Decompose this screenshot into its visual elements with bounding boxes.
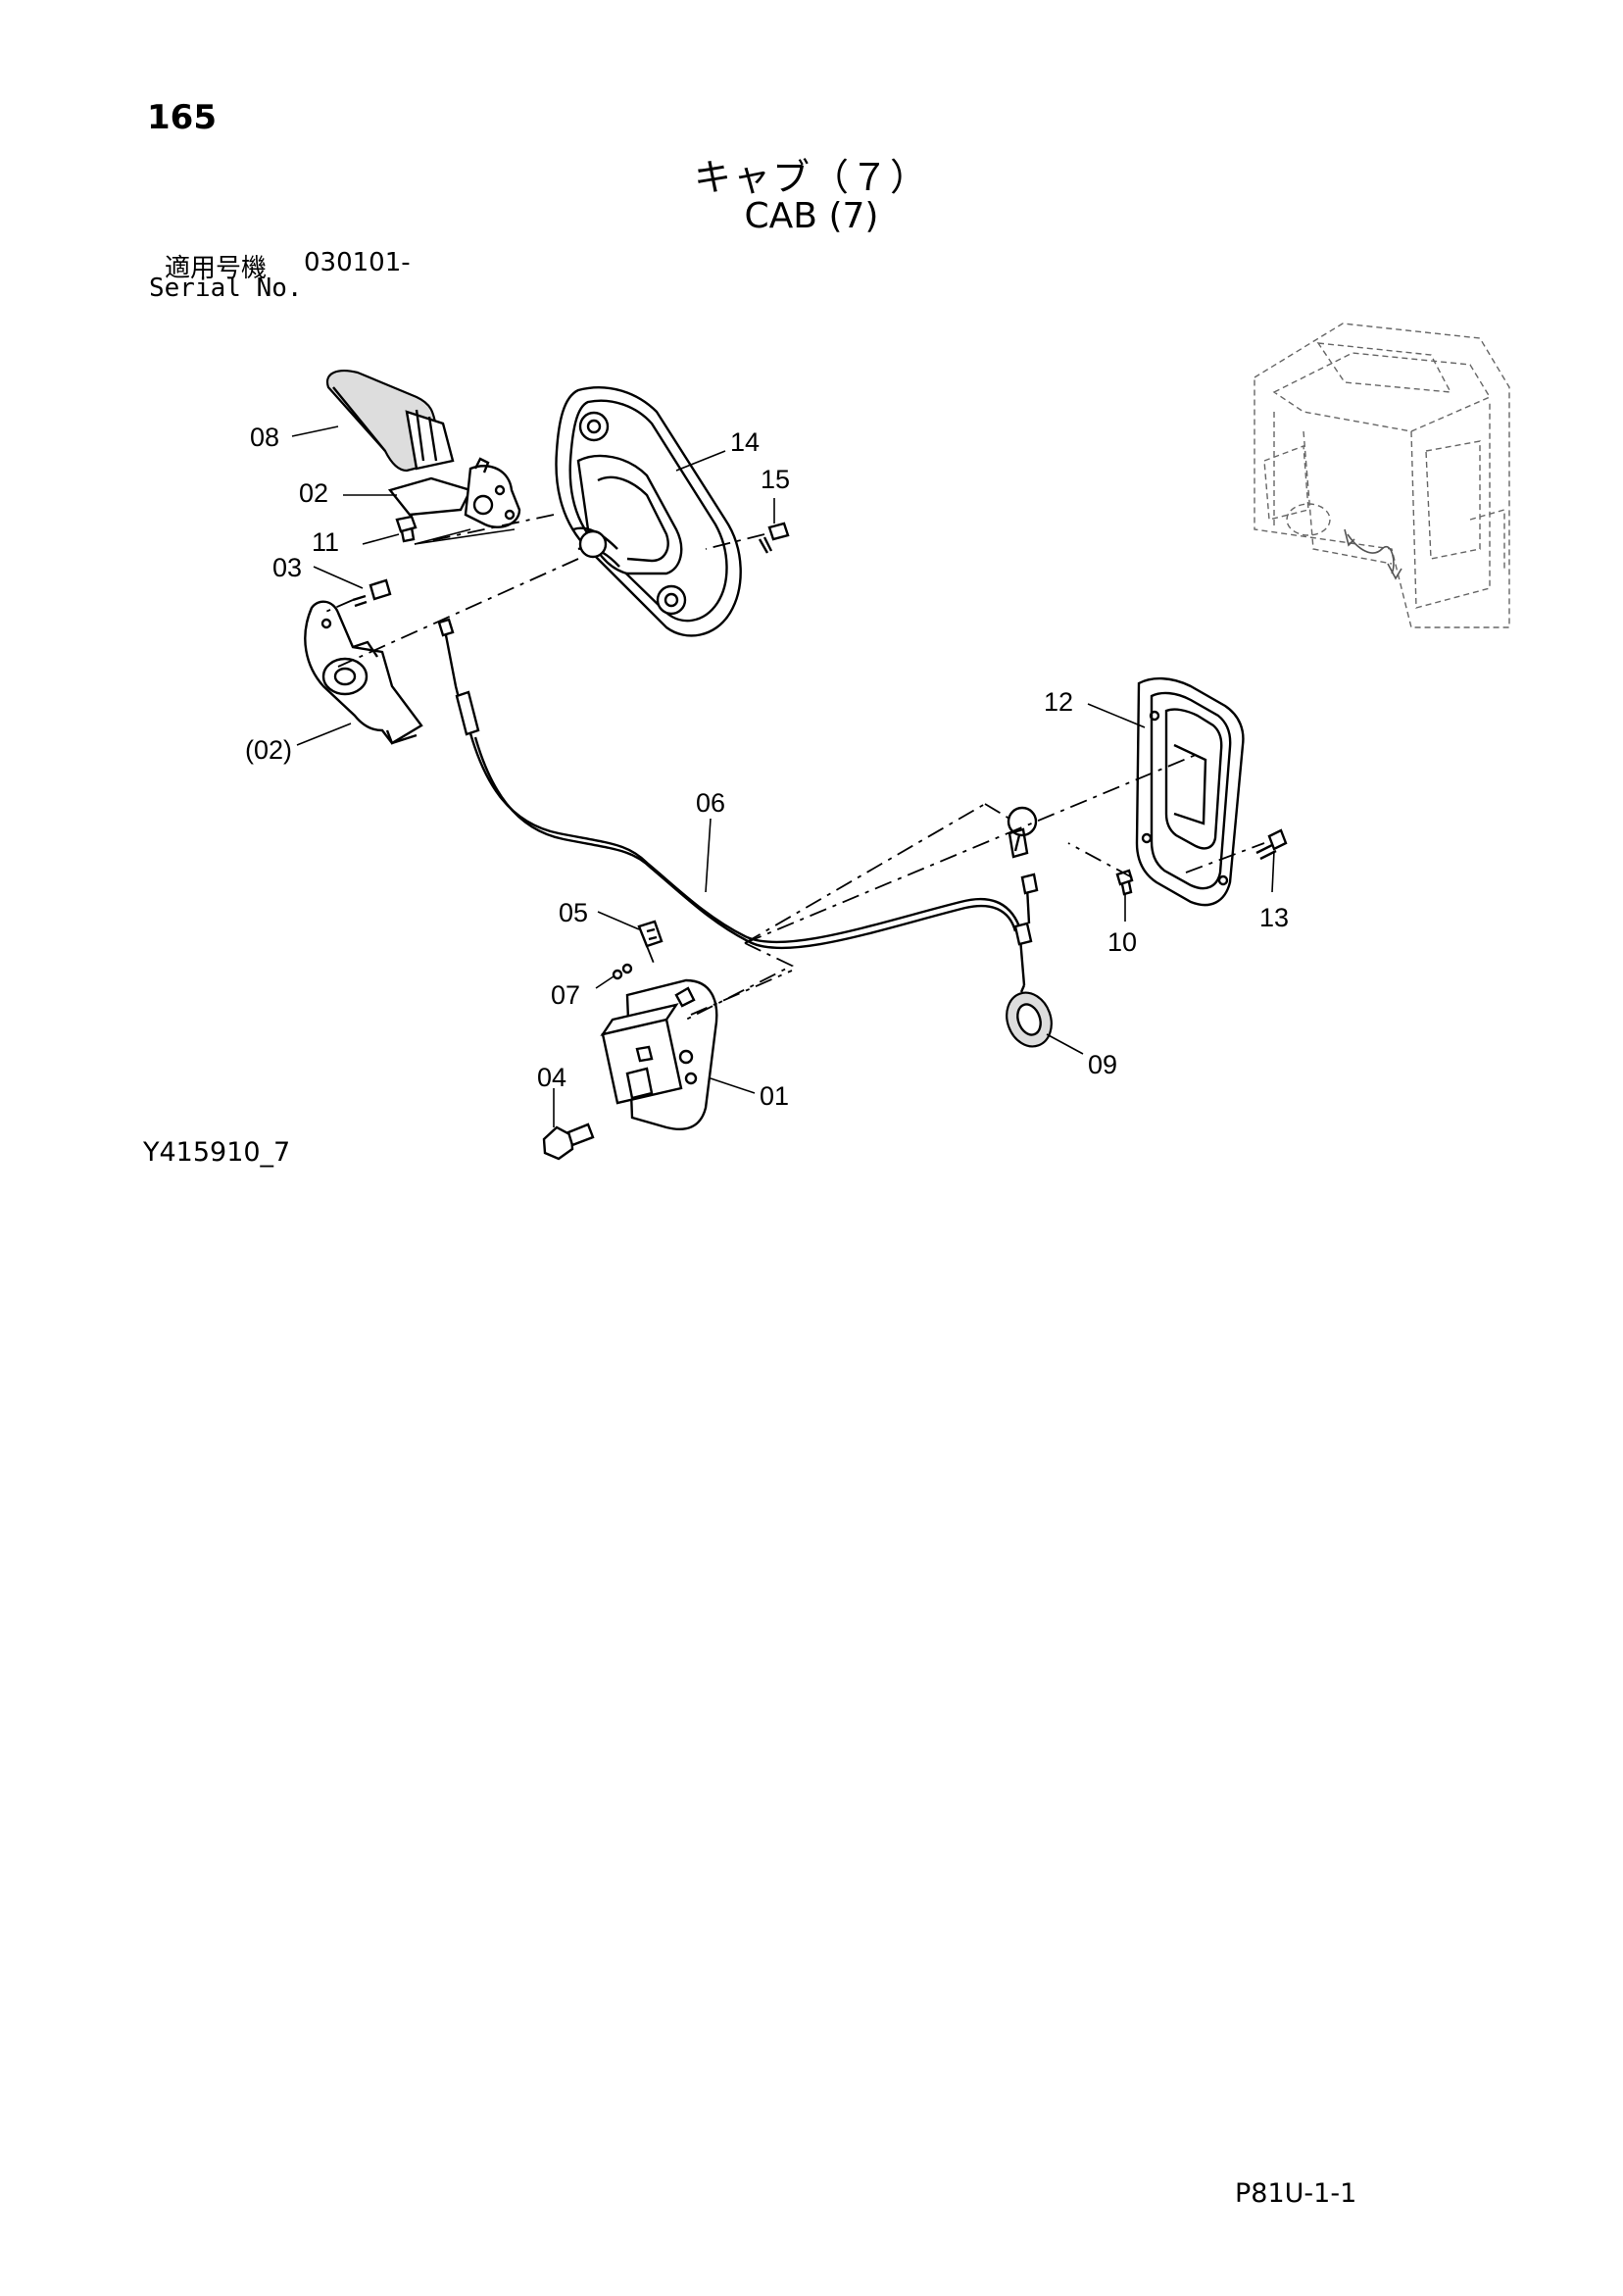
part-01-lock-assembly: [600, 978, 718, 1130]
callout-04: 04: [537, 1063, 566, 1092]
callout-05: 05: [559, 898, 588, 927]
drawing-code: Y415910_7: [143, 1137, 291, 1168]
callout-08: 08: [250, 423, 279, 452]
callout-01: 01: [760, 1081, 789, 1111]
part-13-bolt: [1255, 828, 1288, 861]
callout-10: 10: [1107, 927, 1137, 957]
part-14-handle-base: [555, 386, 742, 637]
callout-02-paren: (02): [245, 735, 292, 765]
part-10-pin: [1115, 869, 1134, 896]
part-03-bolt: [352, 578, 392, 608]
callout-06: 06: [696, 788, 725, 818]
callout-09: 09: [1088, 1050, 1117, 1079]
part-05-clip: [637, 920, 664, 948]
page-title-japanese: キャブ（７）: [693, 156, 929, 199]
callout-03: 03: [272, 553, 302, 582]
leader-lines: [291, 425, 1275, 1127]
page-number: 165: [147, 98, 217, 137]
part-02-lever-bracket: [387, 457, 521, 545]
serial-label-japanese: 適用号機: [165, 254, 268, 283]
serial-label-english: Serial No.: [149, 274, 303, 303]
part-09-grommet: [1006, 984, 1053, 1048]
callout-07: 07: [551, 980, 580, 1010]
callout-12: 12: [1044, 687, 1073, 717]
cable-hook-end: [1007, 806, 1038, 852]
page-code: P81U-1-1: [1235, 2178, 1357, 2209]
serial-value: 030101-: [304, 248, 411, 277]
part-15-screw: [758, 522, 790, 554]
part-06-cable: [437, 618, 1039, 986]
callout-14: 14: [730, 427, 760, 457]
callout-labels: 08 02 11 03 (02) 14 15 06 05 07 04 01 09…: [245, 423, 1289, 1111]
part-07-pin: [612, 963, 633, 980]
page-title-english: CAB (7): [744, 196, 879, 236]
callout-13: 13: [1259, 903, 1289, 932]
part-04-bolt: [542, 1123, 595, 1161]
callout-15: 15: [761, 465, 790, 494]
assembly-guide-lines: [322, 514, 1265, 1021]
callout-11: 11: [312, 527, 339, 557]
callout-02: 02: [299, 478, 328, 508]
part-11-bolt: [395, 515, 418, 543]
part-02-back-plate: [304, 600, 423, 745]
part-08-inner-handle: [325, 370, 455, 473]
cab-location-thumbnail: [1254, 323, 1510, 628]
part-12-outer-handle-frame: [1135, 676, 1245, 907]
